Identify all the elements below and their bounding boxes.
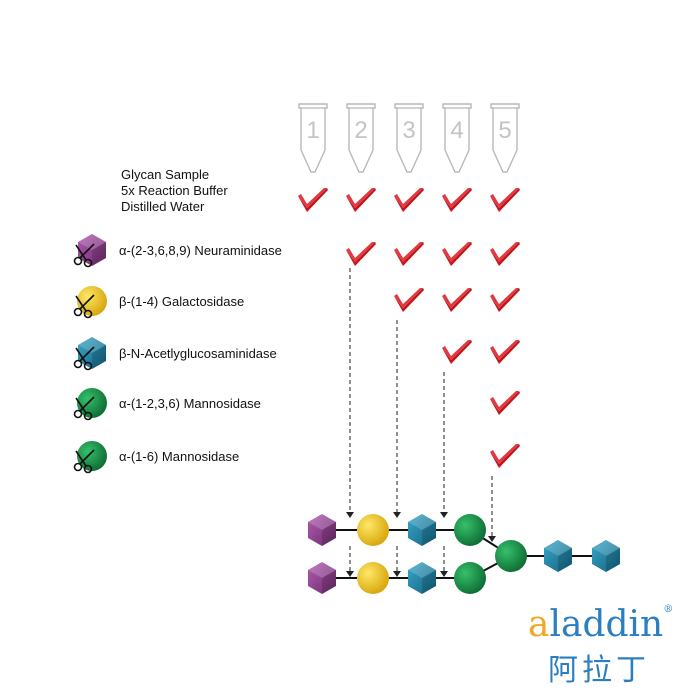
check-mark-icon [346,188,376,212]
core-glcnac-cube [592,540,620,572]
logo-accent-letter: a [528,604,550,645]
enzyme-label-neuraminidase: α-(2-3,6,8,9) Neuraminidase [119,243,282,258]
reagent-checks [298,188,520,212]
check-mark-icon [394,242,424,266]
logo-text: laddin [549,604,664,645]
enzyme-icons [73,234,107,474]
reagent-distilled-water: Distilled Water [121,199,205,214]
aladdin-logo-chinese: 阿拉丁 [548,653,650,688]
cleavage-guide-lines [349,268,493,575]
check-mark-icon [442,288,472,312]
reagent-reaction-buffer: 5x Reaction Buffer [121,183,228,198]
check-mark-icon [490,340,520,364]
enzyme-checks [346,242,520,468]
yellow-sphere-scissors-icon [73,286,107,319]
check-mark-icon [490,288,520,312]
check-mark-icon [490,391,520,415]
check-mark-icon [394,288,424,312]
green-sphere-scissors-icon [73,441,107,474]
mannose-sphere [454,514,486,546]
check-mark-icon [442,242,472,266]
sialic-acid-cube [308,562,336,594]
tube-number: 4 [450,117,463,144]
enzyme-label-glucosaminidase: β-N-Acetlyglucosaminidase [119,346,277,361]
check-mark-icon [490,242,520,266]
core-glcnac-cube [544,540,572,572]
blue-cube-scissors-icon [73,337,106,371]
galactose-sphere [357,514,389,546]
reagent-glycan-sample: Glycan Sample [121,167,210,182]
check-mark-icon [490,188,520,212]
purple-cube-scissors-icon [73,234,106,268]
check-mark-icon [442,340,472,364]
aladdin-logo: aladdin® [528,604,673,645]
logo-registered-mark: ® [663,604,674,615]
tube-row: 1 2 3 4 5 [298,103,520,173]
check-mark-icon [490,444,520,468]
sialic-acid-cube [308,514,336,546]
enzyme-label-mannosidase-1-2-3-6: α-(1-2,3,6) Mannosidase [119,396,261,411]
check-mark-icon [298,188,328,212]
glcnac-cube [408,514,436,546]
check-mark-icon [442,188,472,212]
enzyme-label-galactosidase: β-(1-4) Galactosidase [119,294,245,309]
mannose-sphere [454,562,486,594]
glycan-structure [308,514,620,594]
green-sphere-scissors-icon [73,388,107,421]
check-mark-icon [394,188,424,212]
check-mark-icon [346,242,376,266]
core-mannose-sphere [495,540,527,572]
glcnac-cube [408,562,436,594]
tube-number: 3 [402,117,415,144]
tube-number: 1 [306,117,319,144]
tube-number: 2 [354,117,367,144]
enzyme-label-mannosidase-1-6: α-(1-6) Mannosidase [119,449,240,464]
galactose-sphere [357,562,389,594]
arrow-heads [346,512,496,577]
tube-number: 5 [498,117,511,144]
